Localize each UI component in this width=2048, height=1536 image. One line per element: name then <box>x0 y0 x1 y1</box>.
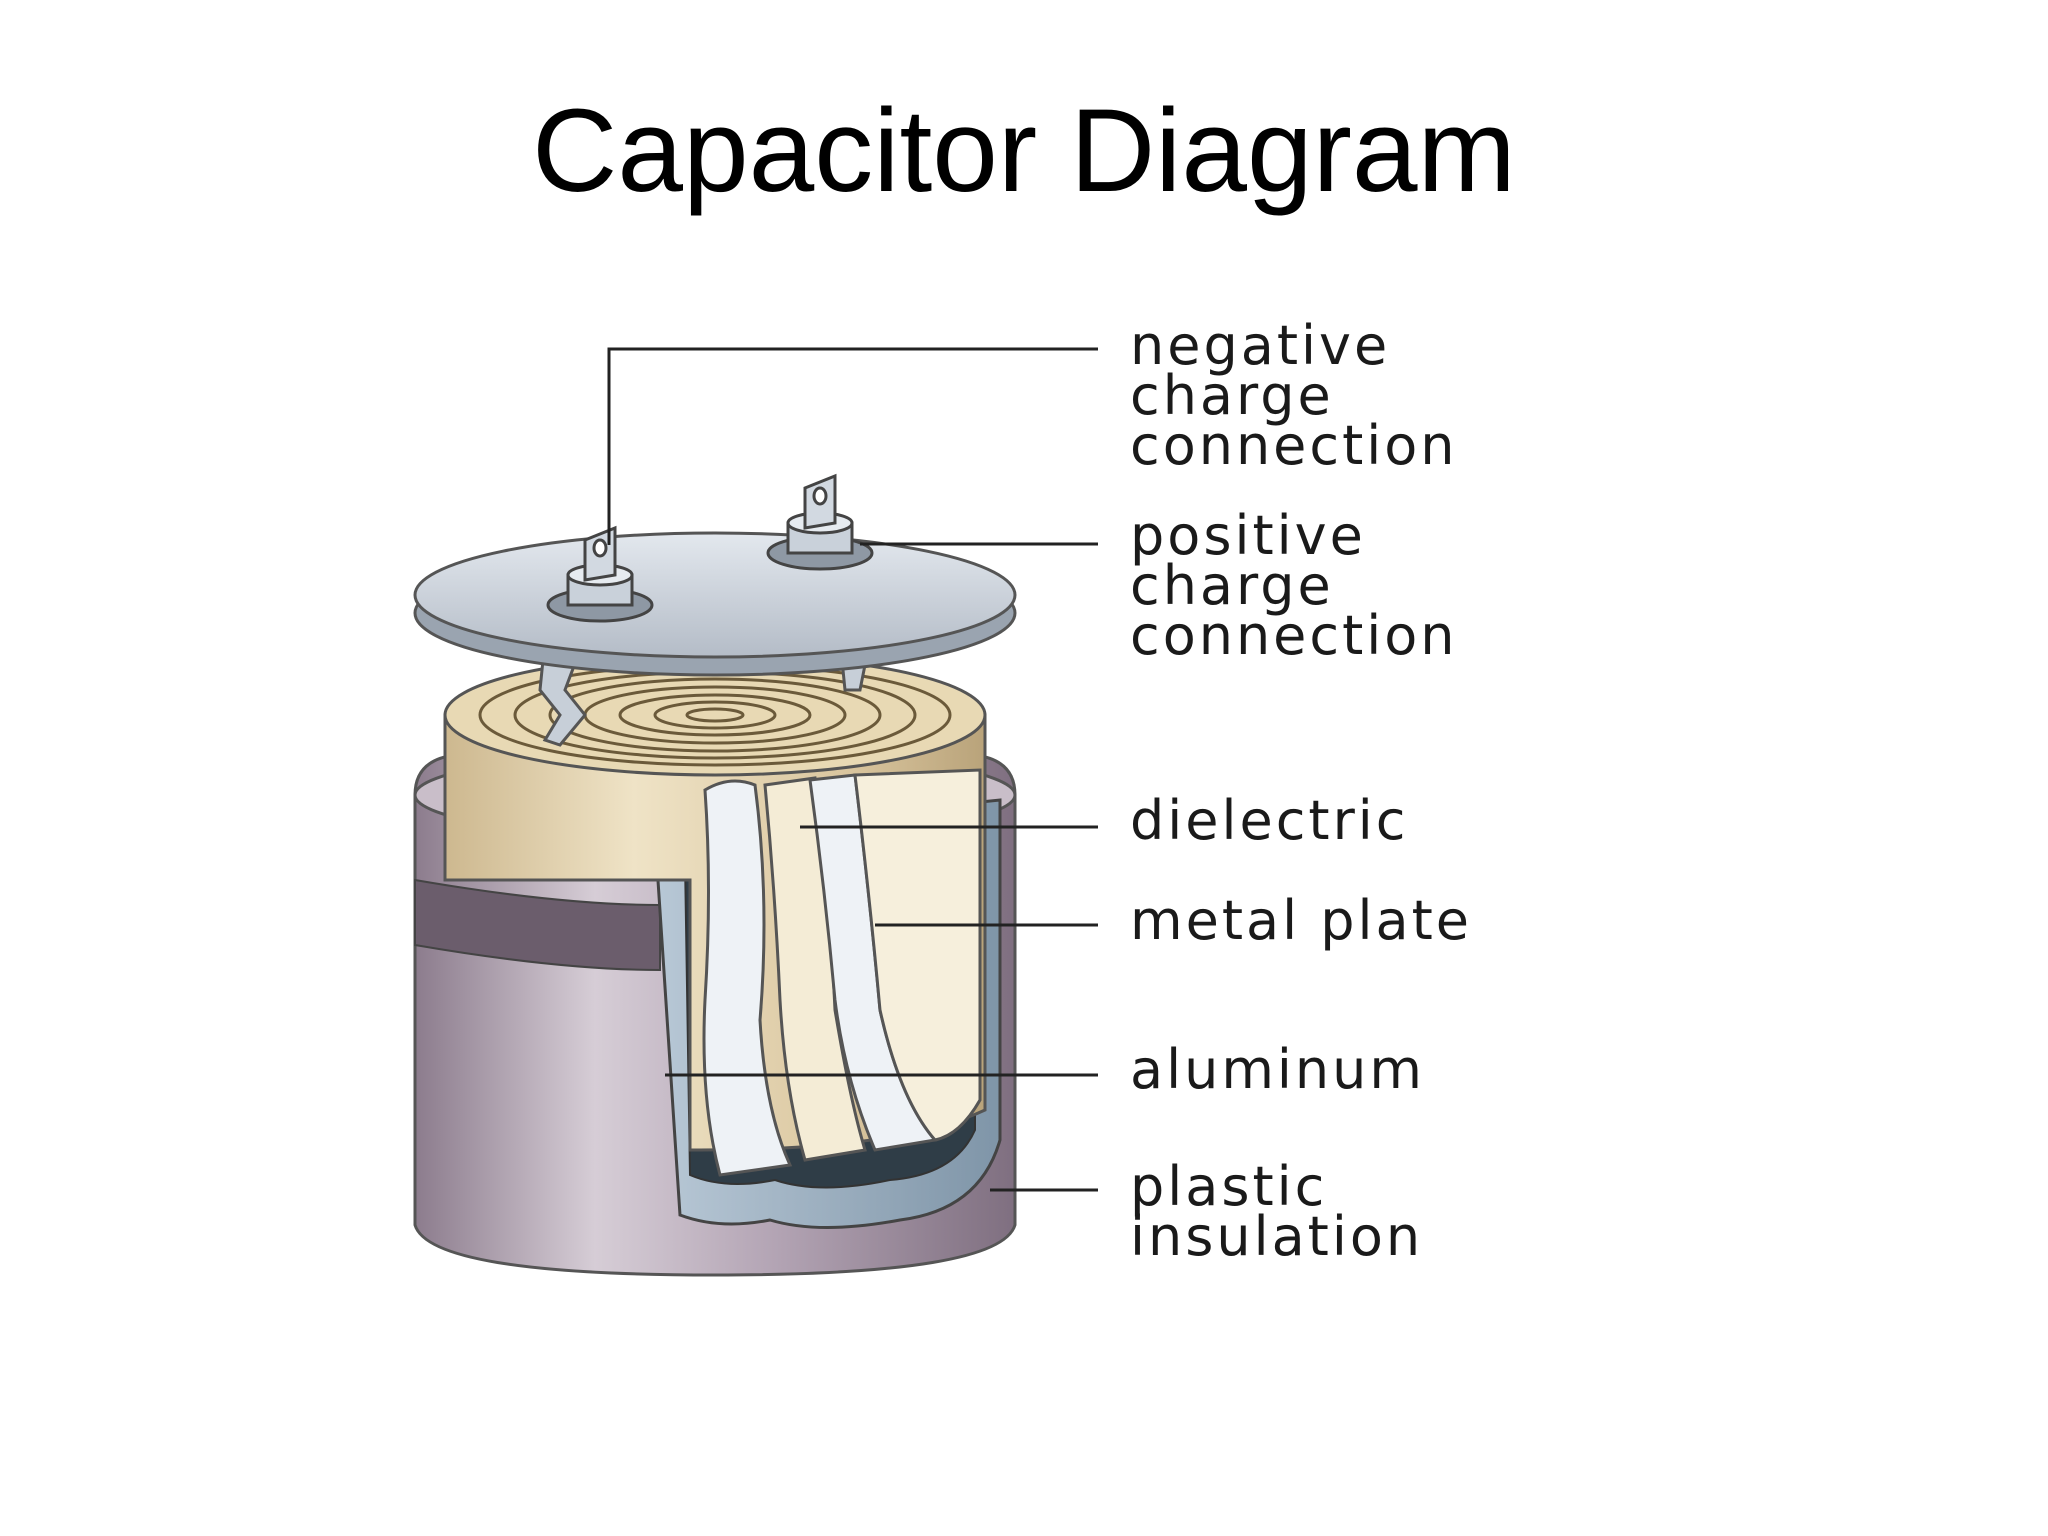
label-negative-charge-connection: negative charge connection <box>1130 314 1458 477</box>
negative-terminal <box>546 525 654 623</box>
positive-terminal <box>766 473 874 571</box>
metal-plate-strips <box>702 768 982 1177</box>
lid <box>413 531 1017 677</box>
label-plastic-insulation: plastic insulation <box>1130 1155 1423 1268</box>
leader-lines <box>607 347 1098 1192</box>
label-positive-charge-connection: positive charge connection <box>1130 504 1458 667</box>
label-dielectric: dielectric <box>1130 789 1408 852</box>
label-metal-plate: metal plate <box>1130 889 1472 952</box>
leader-negative <box>607 347 1098 545</box>
label-aluminum: aluminum <box>1130 1038 1425 1101</box>
page-title: Capacitor Diagram <box>532 85 1516 217</box>
